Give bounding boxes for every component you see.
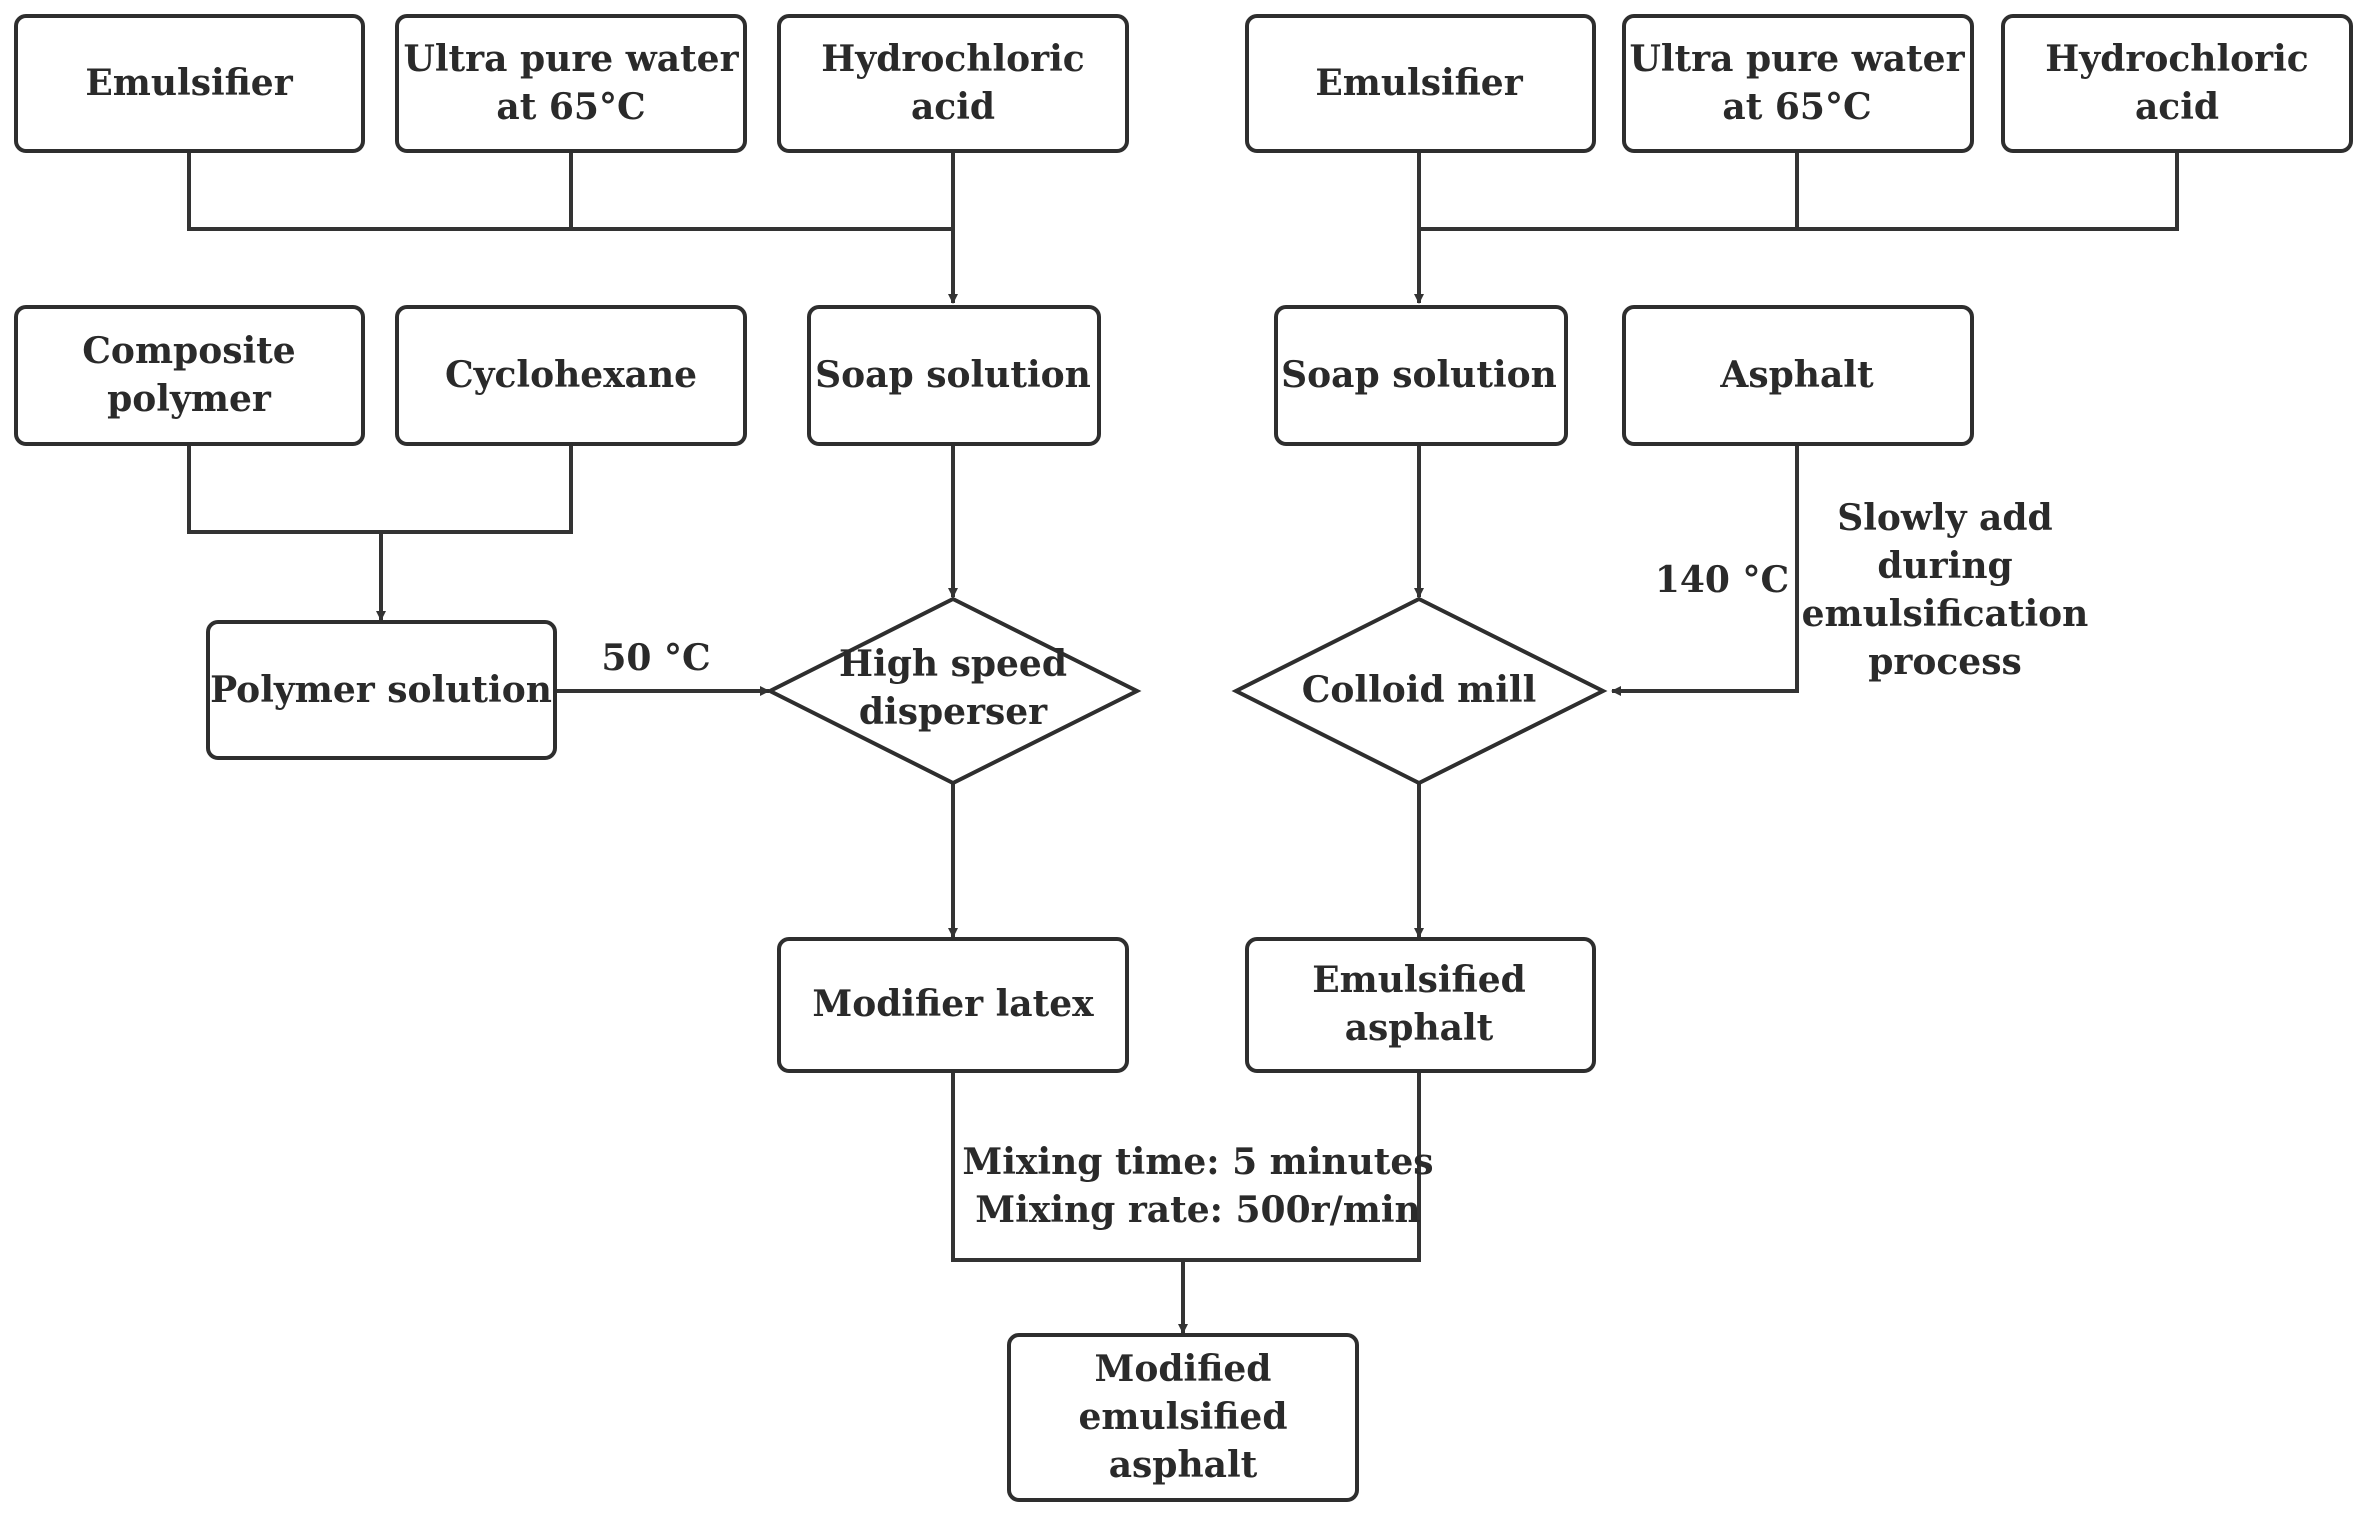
box-emulsifier-left [14,14,365,153]
label-water-left: Ultra pure water at 65°C [403,38,739,128]
label-cyclohexane: Cyclohexane [445,354,697,396]
label-line: disperser [859,691,1048,733]
arrow-to-colloid-mill-from-asphalt [1611,444,1799,696]
annotation-temp-polymer: 50 °C [601,637,710,679]
box-water-right [1622,14,1974,153]
label-line: Modified [1095,1348,1272,1390]
label-line: acid [911,86,995,128]
label-line: Soap solution [815,354,1091,396]
label-emulsifier-right: Emulsifier [1315,62,1523,104]
label-line: Colloid mill [1302,669,1537,711]
box-hcl-left [777,14,1129,153]
label-line: Cyclohexane [445,354,697,396]
label-water-right: Ultra pure water at 65°C [1629,38,1965,128]
box-final-product [1007,1333,1359,1502]
box-water-left [395,14,747,153]
label-composite-polymer: Composite polymer [82,330,295,420]
box-emulsifier-right [1245,14,1596,153]
label-hcl-right: Hydrochloric acid [2045,38,2308,128]
label-polymer-solution: Polymer solution [210,669,552,711]
label-line: Emulsifier [85,62,293,104]
diamond-disperser [765,596,1142,786]
label-line: Hydrochloric [2045,38,2308,80]
label-line: 140 °C [1655,559,1789,601]
label-line: at 65°C [496,86,645,128]
box-emulsified-asphalt [1245,937,1596,1073]
diamond-colloid-mill [1231,596,1608,786]
connector-mixing [951,1071,1421,1262]
label-line: Soap solution [1281,354,1557,396]
label-soap-left: Soap solution [815,354,1091,396]
box-hcl-right [2001,14,2353,153]
annotations: 50 °C 140 °C Slowly add during emulsificat… [601,497,2088,1231]
label-line: Hydrochloric [821,38,1084,80]
label-line: Ultra pure water [1629,38,1965,80]
label-emulsified-asphalt: Emulsified asphalt [1312,959,1526,1049]
label-soap-right: Soap solution [1281,354,1557,396]
box-soap-left [807,305,1101,446]
label-line: Modifier latex [812,983,1094,1025]
label-line: during [1877,545,2012,587]
label-line: Ultra pure water [403,38,739,80]
process-boxes [14,14,2353,1502]
label-line: at 65°C [1722,86,1871,128]
label-line: Slowly add [1837,497,2052,539]
label-line: Mixing rate: 500r/min [975,1189,1420,1231]
label-line: emulsified [1078,1396,1287,1438]
label-modifier-latex: Modifier latex [812,983,1094,1025]
connector-emulsifier-left [187,151,953,231]
box-modifier-latex [777,937,1129,1073]
annotation-slow-add: Slowly add during emulsification process [1802,497,2089,683]
label-line: Mixing time: 5 minutes [962,1141,1433,1183]
label-line: polymer [107,378,272,420]
connector-hcl-right [1419,151,2179,231]
label-final-product: Modified emulsified asphalt [1078,1348,1287,1486]
label-hcl-left: Hydrochloric acid [821,38,1084,128]
arrows [376,151,1799,1334]
box-polymer-solution [206,620,557,760]
connector-composite-polymer [187,444,573,534]
label-line: 50 °C [601,637,710,679]
label-line: Composite [82,330,295,372]
node-labels: Emulsifier Ultra pure water at 65°C Hydro… [82,38,2308,1486]
label-line: emulsification [1802,593,2089,635]
label-line: process [1868,641,2022,683]
label-line: High speed [839,643,1067,685]
label-line: Emulsifier [1315,62,1523,104]
decision-diamonds [765,596,1608,786]
box-cyclohexane [395,305,747,446]
label-disperser: High speed disperser [839,643,1067,733]
label-line: asphalt [1345,1007,1494,1049]
label-line: asphalt [1109,1444,1258,1486]
box-soap-right [1274,305,1568,446]
label-line: acid [2135,86,2219,128]
annotation-temp-asphalt: 140 °C [1655,559,1789,601]
label-colloid-mill: Colloid mill [1302,669,1537,711]
label-line: Asphalt [1719,354,1874,396]
label-emulsifier-left: Emulsifier [85,62,293,104]
box-asphalt [1622,305,1974,446]
label-line: Polymer solution [210,669,552,711]
label-line: Emulsified [1312,959,1526,1001]
box-composite-polymer [14,305,365,446]
label-asphalt: Asphalt [1719,354,1874,396]
